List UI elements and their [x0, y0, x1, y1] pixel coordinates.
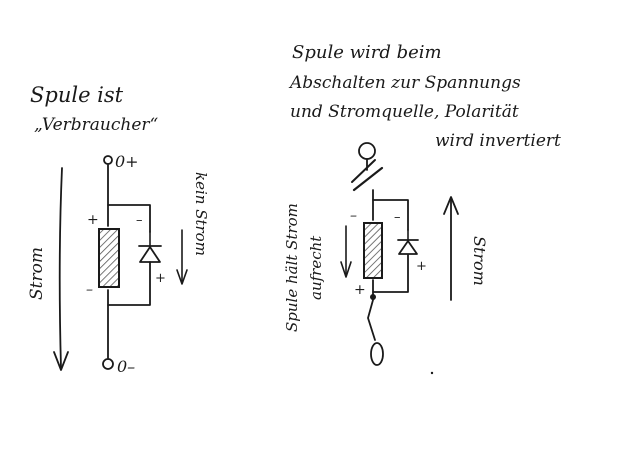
- left-terminal-bottom-label: 0–: [117, 357, 135, 376]
- left-diode: [138, 231, 162, 263]
- right-coil-plus: +: [354, 282, 366, 298]
- left-no-current-label: kein Strom: [192, 172, 210, 256]
- right-small-arrowhead: [340, 261, 352, 278]
- left-heading-line1: Spule ist: [30, 83, 124, 107]
- left-circuit: Spule ist „Verbraucher“ 0+ + – – + 0– St…: [27, 83, 210, 376]
- right-coil-label-line2: aufrecht: [307, 235, 325, 300]
- right-diode-wire-bottom: [372, 254, 409, 293]
- right-current-arrowhead: [443, 196, 459, 215]
- left-coil: [98, 228, 120, 288]
- left-current-arrowhead: [53, 351, 69, 371]
- right-top-terminal: [358, 142, 376, 160]
- left-diode-minus: –: [136, 213, 143, 228]
- left-current-arrow: [58, 167, 63, 369]
- right-open-switch: [352, 166, 384, 192]
- right-diode-minus: –: [394, 210, 401, 225]
- left-current-label: Strom: [27, 247, 47, 300]
- right-diode-plus: +: [416, 259, 427, 274]
- right-diode: [397, 229, 419, 255]
- left-coil-minus: –: [86, 282, 93, 298]
- right-bottom-terminal: [370, 342, 384, 366]
- right-note-line1: Spule wird beim: [292, 42, 442, 63]
- pen-dot: [430, 371, 434, 375]
- left-heading-line2: „Verbraucher“: [34, 115, 159, 135]
- right-coil-minus: –: [350, 208, 357, 224]
- left-diode-wire-bottom: [107, 261, 151, 306]
- right-current-label: Strom: [470, 236, 489, 286]
- left-diode-plus: +: [155, 271, 166, 286]
- left-no-current-arrowhead: [176, 269, 188, 285]
- left-bottom-terminal: [102, 358, 114, 370]
- right-open-switch-edge: [351, 159, 376, 183]
- right-note-line4: wird invertiert: [435, 131, 561, 151]
- right-wire-bottom: [367, 279, 376, 341]
- left-diode-wire-top: [107, 204, 151, 233]
- right-coil-label-line1: Spule hält Strom: [283, 203, 301, 332]
- right-note-line2: Abschalten zur Spannungs: [288, 73, 521, 93]
- left-top-terminal: [103, 155, 113, 165]
- right-circuit: Spule wird beim Abschalten zur Spannungs…: [283, 42, 561, 375]
- right-note-line3: und Stromquelle, Polarität: [290, 102, 519, 122]
- left-terminal-top-label: 0+: [115, 152, 139, 171]
- right-coil: [363, 222, 383, 279]
- left-coil-plus: +: [87, 212, 99, 228]
- right-diode-wire-top: [372, 199, 409, 231]
